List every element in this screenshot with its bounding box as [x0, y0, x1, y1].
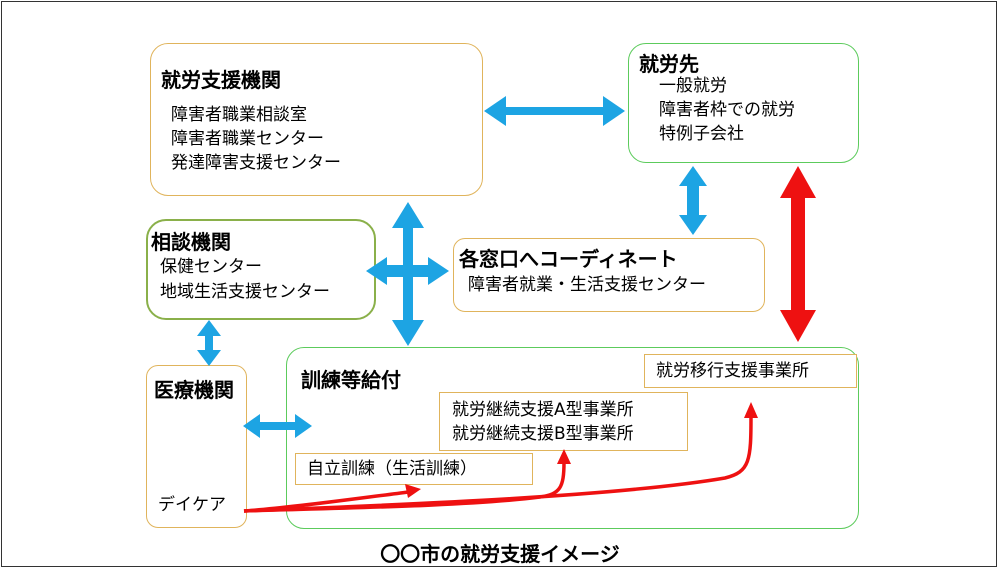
- double-arrow-employment-workplace: [484, 96, 625, 126]
- independence-training-label: 自立訓練（生活訓練）: [307, 459, 477, 479]
- independence-training-box: 自立訓練（生活訓練）: [295, 453, 533, 485]
- medical-box: 医療機関 デイケア: [146, 365, 247, 528]
- diagram-caption: 〇〇市の就労支援イメージ: [380, 542, 620, 566]
- double-arrow-consultation-medical: [197, 320, 221, 366]
- daycare-label: デイケア: [158, 495, 226, 515]
- employment-support-title: 就労支援機関: [161, 68, 281, 92]
- consultation-item: 保健センター: [160, 257, 262, 277]
- workplace-title: 就労先: [639, 52, 699, 76]
- red-double-arrow-workplace-training: [780, 166, 816, 342]
- continuation-a-label: 就労継続支援A型事業所: [452, 400, 634, 420]
- red-arrowhead: [557, 449, 571, 464]
- red-arrow-to-transition: [243, 415, 753, 513]
- transition-support-label: 就労移行支援事業所: [656, 361, 809, 381]
- employment-support-item: 障害者職業相談室: [171, 105, 307, 125]
- continuation-support-box: 就労継続支援A型事業所 就労継続支援B型事業所: [439, 392, 688, 451]
- workplace-item: 障害者枠での就労: [659, 100, 795, 120]
- training-box: 訓練等給付: [286, 347, 859, 529]
- coordinate-title: 各窓口へコーディネート: [459, 247, 678, 271]
- double-arrow-medical-training: [243, 414, 312, 438]
- employment-support-item: 障害者職業センター: [171, 129, 324, 149]
- employment-support-item: 発達障害支援センター: [171, 153, 341, 173]
- coordinate-item: 障害者就業・生活支援センター: [468, 275, 706, 295]
- consultation-item: 地域生活支援センター: [160, 282, 330, 302]
- four-way-arrow-cross: [366, 202, 449, 346]
- workplace-item: 一般就労: [659, 76, 727, 96]
- transition-support-box: 就労移行支援事業所: [644, 354, 857, 388]
- consultation-title: 相談機関: [151, 230, 231, 254]
- double-arrow-workplace-coordinate: [679, 166, 707, 235]
- red-arrowhead: [405, 484, 421, 498]
- continuation-b-label: 就労継続支援B型事業所: [452, 424, 634, 444]
- medical-title: 医療機関: [154, 378, 234, 402]
- consultation-box: 相談機関 保健センター 地域生活支援センター: [146, 219, 376, 320]
- training-title: 訓練等給付: [301, 368, 401, 392]
- workplace-box: 就労先 一般就労 障害者枠での就労 特例子会社: [628, 43, 859, 163]
- red-arrowhead: [744, 402, 758, 418]
- workplace-item: 特例子会社: [659, 124, 744, 144]
- coordinate-box: 各窓口へコーディネート 障害者就業・生活支援センター: [453, 238, 765, 312]
- employment-support-box: 就労支援機関 障害者職業相談室 障害者職業センター 発達障害支援センター: [150, 43, 483, 196]
